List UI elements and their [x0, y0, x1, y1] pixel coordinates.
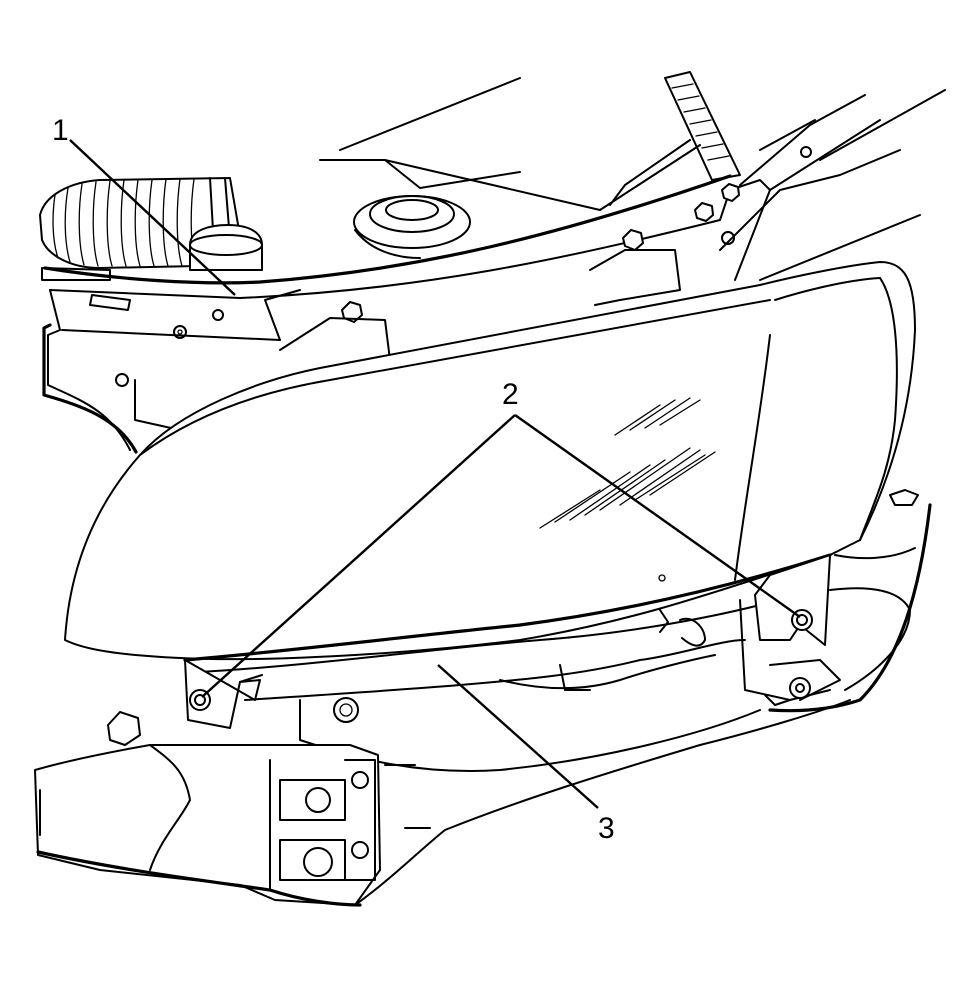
callout-3-label: 3	[598, 812, 615, 845]
bumper-frame-rail	[34, 699, 851, 907]
callout-labels: 1 2 3	[52, 114, 615, 845]
headlamp-assembly	[64, 261, 916, 673]
engine-bay-upper	[319, 77, 946, 281]
callout-leaders	[69, 139, 801, 809]
callout-1-label: 1	[52, 114, 69, 147]
fluid-reservoir	[189, 224, 263, 271]
radiator-support	[42, 174, 771, 454]
callout-2-label: 2	[502, 378, 519, 411]
callout-2-leader-left	[201, 414, 516, 698]
callout-2-leader-right	[514, 414, 801, 618]
left-mount-bracket	[184, 659, 263, 729]
reservoir-cap	[353, 195, 471, 259]
cowl-vent-grille	[664, 71, 741, 181]
right-mount-bracket	[679, 489, 932, 713]
callout-3-leader	[437, 664, 599, 809]
callout-1-leader	[69, 139, 236, 296]
